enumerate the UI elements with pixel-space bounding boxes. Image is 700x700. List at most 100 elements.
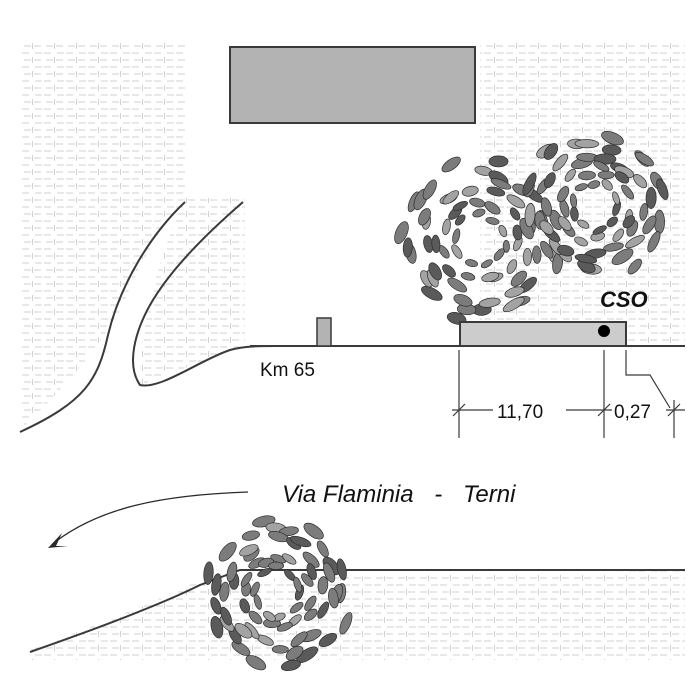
leaf	[289, 601, 304, 614]
leaf	[239, 598, 251, 614]
arrow-left-icon	[54, 491, 249, 543]
leaf	[263, 611, 276, 622]
leaf	[293, 576, 303, 593]
leaf	[557, 186, 570, 203]
tree-icon	[519, 131, 669, 275]
leaf	[540, 197, 552, 217]
leaf	[220, 606, 232, 626]
leaf	[601, 179, 613, 191]
leaf	[290, 631, 308, 647]
leaf	[280, 659, 301, 672]
leaf	[510, 270, 528, 287]
leaf	[301, 573, 314, 587]
leaf	[532, 245, 542, 264]
leaf	[539, 220, 554, 235]
leaf	[422, 179, 437, 200]
leaf	[625, 235, 645, 249]
leaf	[612, 228, 625, 242]
leaf	[647, 231, 661, 253]
leaf	[231, 641, 251, 656]
leaf	[633, 174, 648, 189]
leaf	[611, 248, 634, 265]
leaf	[544, 172, 556, 189]
leaf	[627, 258, 642, 275]
leaf	[606, 216, 618, 228]
leaf	[488, 155, 509, 168]
leaf	[502, 296, 525, 313]
leaf	[271, 645, 289, 654]
leaf	[447, 277, 468, 293]
leaf	[248, 610, 263, 625]
leaf	[245, 655, 267, 671]
leaf	[461, 185, 479, 197]
road-label: Via Flaminia - Terni	[282, 481, 516, 508]
dimension-left-label: 11,70	[497, 402, 543, 423]
leaf	[226, 561, 238, 583]
leaf	[592, 225, 607, 235]
leaf	[506, 259, 518, 274]
ground-areas	[20, 42, 685, 660]
leaf	[524, 202, 536, 228]
leaf	[509, 207, 521, 221]
leaf	[522, 172, 537, 196]
leaf	[257, 567, 272, 578]
leaf	[240, 572, 253, 587]
leaf	[276, 622, 293, 632]
leaf	[418, 208, 431, 226]
leaf	[303, 608, 318, 621]
leaf	[303, 522, 324, 540]
tree-icon	[203, 515, 353, 672]
leaf	[622, 215, 636, 229]
leaf	[268, 561, 285, 570]
leaf	[441, 156, 461, 173]
leaf	[472, 208, 486, 218]
leaf	[621, 184, 635, 200]
leaf	[480, 259, 493, 269]
leaf	[601, 131, 624, 146]
leaf	[402, 237, 413, 258]
leaf	[442, 264, 456, 278]
leaf	[302, 551, 320, 568]
side-road-left-edge	[19, 201, 186, 433]
km-marker-post	[316, 317, 332, 347]
leaf	[210, 616, 224, 639]
leaf	[465, 259, 478, 268]
leaf	[285, 645, 304, 661]
leaf	[498, 224, 508, 238]
leaf	[642, 215, 657, 235]
leaf	[394, 221, 409, 244]
leaf	[656, 178, 669, 200]
leaf	[557, 244, 575, 257]
leaf	[323, 562, 336, 583]
cso-label: CSO	[600, 287, 648, 312]
leaf	[234, 623, 253, 639]
leaf	[612, 191, 620, 205]
ground-upper-left	[20, 42, 185, 430]
leaf	[639, 203, 649, 221]
leaf	[203, 561, 214, 585]
road-city: Terni	[463, 481, 516, 508]
leaf	[454, 214, 466, 226]
leaf	[543, 143, 559, 160]
ground-centre	[140, 198, 245, 385]
leaf	[502, 240, 510, 253]
leaf	[645, 186, 657, 209]
leaf	[578, 170, 596, 181]
leaf	[485, 216, 500, 225]
leaf	[421, 286, 443, 301]
leaf	[614, 171, 630, 184]
leaf	[442, 218, 451, 236]
leaf	[218, 541, 237, 562]
leaf	[486, 186, 506, 197]
leaf	[593, 160, 610, 172]
leaf	[478, 297, 501, 308]
leaf	[289, 535, 312, 548]
leaf	[540, 240, 554, 259]
leaf	[574, 183, 588, 192]
cso-station-box	[459, 321, 627, 347]
leaf	[493, 248, 505, 261]
building	[229, 46, 476, 124]
leaf	[431, 234, 441, 254]
ground-lower	[30, 570, 685, 660]
